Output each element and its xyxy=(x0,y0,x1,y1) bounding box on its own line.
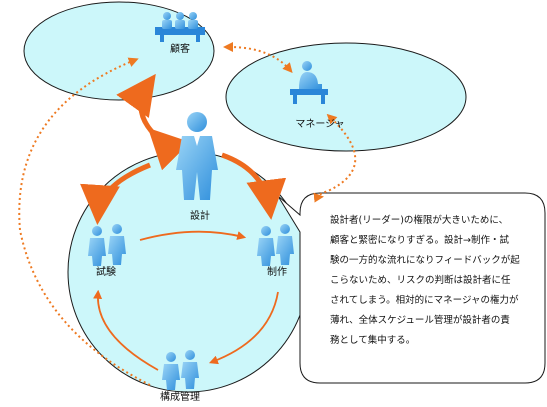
callout-line: 顧客と緊密になりすぎる。設計→制作・試 xyxy=(330,235,509,246)
arrow-production-config xyxy=(208,291,279,365)
arrow-designer-customer xyxy=(116,73,191,171)
callout-line: こらないため、リスクの判断は設計者に任 xyxy=(330,275,511,286)
callout-line: されてしまう。相対的にマネージャの権力が xyxy=(330,295,519,306)
manager-desk-icon xyxy=(290,61,328,104)
production-label: 制作 xyxy=(267,267,287,278)
callout-text: 設計者(リーダー)の権限が大きいために、 顧客と緊密になりすぎる。設計→制作・試… xyxy=(330,211,540,351)
arrow-designer-testing xyxy=(80,162,151,225)
designer-label: 設計 xyxy=(190,211,210,222)
config-mgmt-label: 構成管理 xyxy=(160,392,200,403)
production-team-icon xyxy=(257,224,294,266)
callout-line: 験の一方的な流れになりフィードバックが起 xyxy=(330,255,520,266)
testing-label: 試験 xyxy=(96,267,116,278)
dotted-link-customer-manager xyxy=(223,42,293,74)
manager-ellipse xyxy=(225,42,467,152)
dotted-link-manager-production xyxy=(313,113,357,203)
arrow-designer-production xyxy=(221,152,287,220)
designer-person-icon xyxy=(176,112,218,200)
arrow-config-testing xyxy=(93,289,159,371)
customer-group-icon xyxy=(155,12,205,42)
arrow-testing-production xyxy=(139,230,247,241)
callout-line: 設計者(リーダー)の権限が大きいために、 xyxy=(330,215,509,226)
manager-label: マネージャ xyxy=(295,119,345,130)
callout-line: 務として集中する。 xyxy=(330,335,416,346)
callout-line: 薄れ、全体スケジュール管理が設計者の責 xyxy=(330,315,510,326)
testing-team-icon xyxy=(88,224,126,266)
customer-label: 顧客 xyxy=(170,44,190,55)
config-mgmt-team-icon xyxy=(162,350,199,390)
